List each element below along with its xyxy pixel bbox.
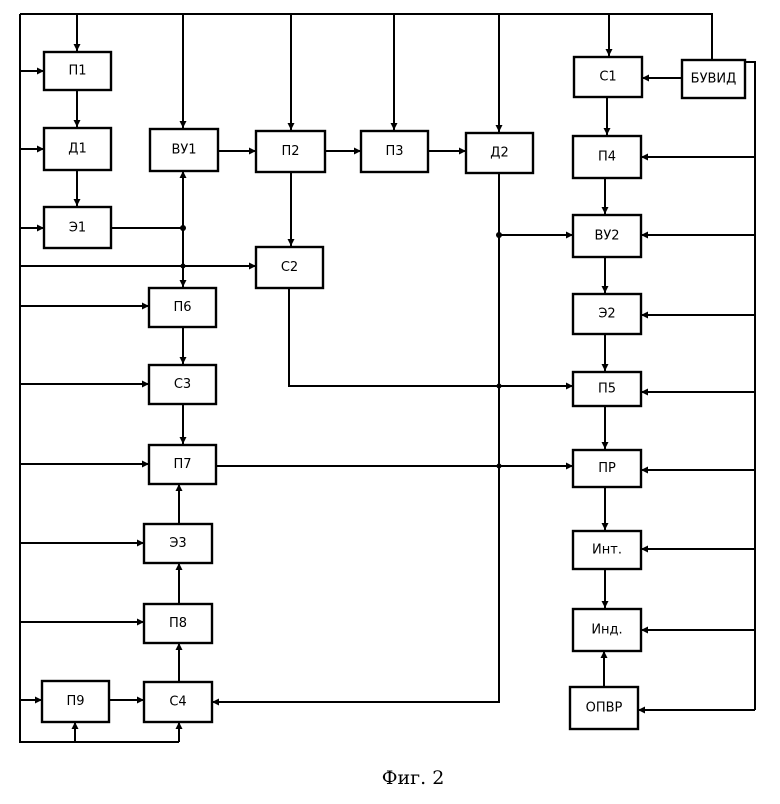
block-label: П4 (598, 150, 616, 165)
block-e3: Э3 (144, 524, 212, 563)
block-label: БУВИД (691, 72, 737, 87)
block-label: С2 (281, 260, 298, 275)
block-label: С3 (174, 377, 191, 392)
block-label: Инд. (591, 623, 622, 638)
block-label: П5 (598, 382, 616, 397)
block-p9: П9 (42, 681, 109, 722)
block-opvr: ОПВР (570, 687, 638, 729)
block-label: ПР (598, 461, 616, 476)
block-label: Д1 (68, 142, 86, 157)
block-e2: Э2 (573, 294, 641, 334)
block-label: П6 (173, 300, 191, 315)
block-p7: П7 (149, 445, 216, 484)
block-c4: С4 (144, 682, 212, 722)
block-pr: ПР (573, 450, 641, 487)
block-label: П3 (385, 144, 403, 159)
block-ind: Инд. (573, 609, 641, 651)
block-e1: Э1 (44, 207, 111, 248)
block-vu2: ВУ2 (573, 215, 641, 257)
block-c1: С1 (574, 57, 642, 97)
block-label: Д2 (490, 146, 508, 161)
block-buvid: БУВИД (682, 60, 745, 98)
block-c2: С2 (256, 247, 323, 288)
block-label: ОПВР (586, 701, 623, 716)
block-label: С1 (599, 70, 616, 85)
block-label: С4 (169, 695, 186, 710)
block-label: Э3 (169, 536, 186, 551)
block-label: Э1 (69, 221, 86, 236)
block-label: П7 (173, 457, 191, 472)
block-p1: П1 (44, 52, 111, 90)
block-p2: П2 (256, 131, 325, 172)
block-label: П1 (68, 64, 86, 79)
block-p6: П6 (149, 288, 216, 327)
block-label: Инт. (592, 543, 622, 558)
block-c3: С3 (149, 365, 216, 404)
block-p5: П5 (573, 372, 641, 406)
block-p4: П4 (573, 136, 641, 178)
block-d2: Д2 (466, 133, 533, 173)
block-label: Э2 (598, 307, 615, 322)
figure-caption: Фиг. 2 (382, 767, 445, 789)
block-label: П8 (169, 616, 187, 631)
block-label: ВУ1 (171, 143, 196, 158)
block-p8: П8 (144, 604, 212, 643)
block-vu1: ВУ1 (150, 129, 218, 171)
block-d1: Д1 (44, 128, 111, 170)
block-label: П9 (66, 694, 84, 709)
block-label: П2 (281, 144, 299, 159)
block-int: Инт. (573, 531, 641, 569)
connection-lines (20, 14, 755, 742)
block-label: ВУ2 (594, 229, 619, 244)
block-p3: П3 (361, 131, 428, 172)
